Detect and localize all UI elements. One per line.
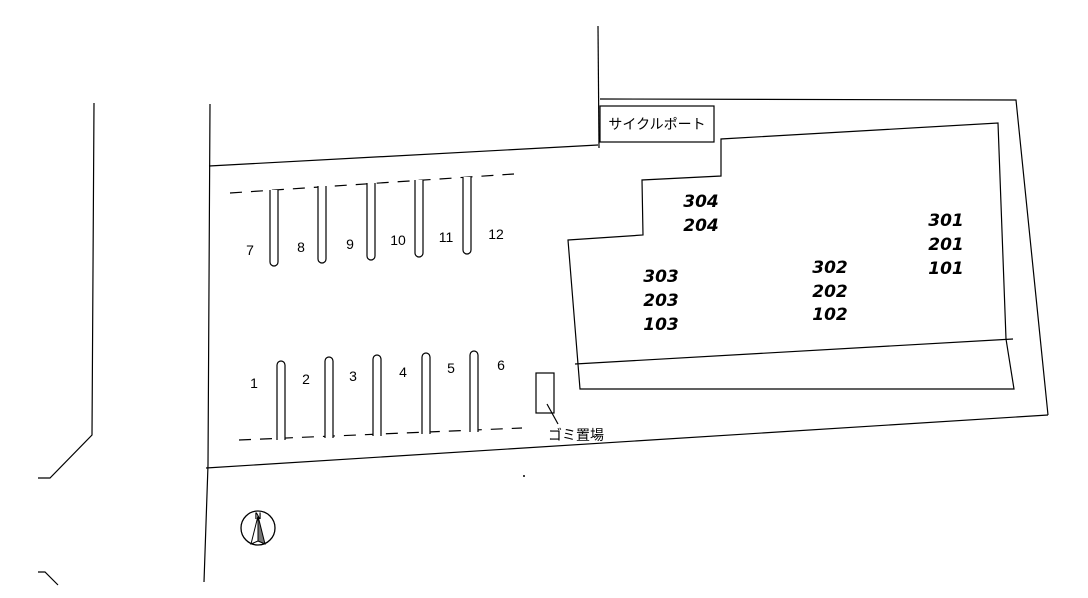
- unit-number: 203: [643, 291, 679, 311]
- parking-number: 6: [497, 357, 505, 373]
- parking-stall-11: [462, 177, 472, 255]
- parking-number: 1: [250, 375, 258, 391]
- north-arrow-icon: N: [240, 510, 276, 546]
- cycle-port-label: サイクルポート: [608, 117, 705, 133]
- unit-number: 304: [683, 192, 719, 212]
- parking-number: 11: [439, 229, 454, 245]
- parking-numbers-top: 7 8 9 10 11 12: [246, 226, 504, 258]
- parking-number: 3: [349, 368, 357, 384]
- cycle-port: サイクルポート: [599, 105, 715, 143]
- parking-stall-1: [276, 360, 286, 440]
- parking-stall-8: [317, 186, 327, 264]
- parking-stall-7: [269, 190, 279, 267]
- dot-mark: [523, 475, 525, 477]
- unit-number: 201: [928, 235, 964, 255]
- parking-number: 5: [447, 360, 455, 376]
- parking-number: 4: [399, 364, 407, 380]
- parking-number: 10: [390, 232, 406, 248]
- lot-boundary: [205, 25, 1049, 469]
- parking-stall-2: [324, 356, 334, 438]
- parking-number: 2: [302, 371, 310, 387]
- unit-number: 303: [643, 267, 679, 287]
- unit-number: 102: [812, 305, 848, 325]
- parking-number: 7: [246, 242, 254, 258]
- road-lines: [38, 102, 211, 586]
- unit-number: 103: [643, 315, 679, 335]
- parking-stall-10: [414, 180, 424, 258]
- building-outline: [567, 122, 1015, 390]
- parking-stalls-bottom: [276, 350, 479, 440]
- garbage-area: ゴミ置場: [535, 372, 604, 444]
- parking-stalls-top: [269, 177, 472, 267]
- parking-stall-9: [366, 183, 376, 261]
- parking-number: 12: [488, 226, 504, 242]
- unit-number: 301: [928, 211, 964, 231]
- parking-stall-5: [469, 350, 479, 432]
- parking-number: 9: [346, 236, 354, 252]
- north-label: N: [255, 511, 262, 521]
- parking-number: 8: [297, 239, 305, 255]
- unit-number: 204: [683, 216, 719, 236]
- unit-number: 202: [812, 282, 848, 302]
- unit-numbers: 304 204 303 203 103 302 202 102 301 201 …: [643, 192, 964, 335]
- parking-numbers-bottom: 1 2 3 4 5 6: [250, 357, 505, 391]
- unit-number: 101: [928, 259, 964, 279]
- parking-stall-4: [421, 352, 431, 434]
- unit-number: 302: [812, 258, 848, 278]
- garbage-area-label: ゴミ置場: [548, 427, 604, 444]
- parking-stall-3: [372, 354, 382, 436]
